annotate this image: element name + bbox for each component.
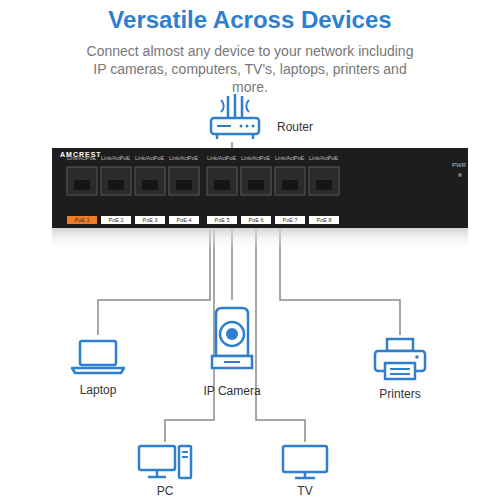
port-status-label: Link/Act bbox=[101, 155, 119, 161]
node-label: PC bbox=[115, 484, 215, 498]
pc-node: PC bbox=[135, 442, 195, 498]
router-node: Router bbox=[205, 92, 320, 142]
tv-node: TV bbox=[275, 442, 335, 498]
port-status-label: Link/Act bbox=[67, 155, 85, 161]
port-status-label: PoE bbox=[327, 155, 339, 161]
switch-reflection bbox=[52, 228, 468, 250]
router-icon bbox=[205, 92, 265, 142]
node-label: Printers bbox=[345, 387, 455, 401]
port-status-label: PoE bbox=[119, 155, 131, 161]
port-number-label: PoE 3 bbox=[135, 216, 165, 224]
port-number-label: PoE 4 bbox=[169, 216, 199, 224]
network-cable bbox=[231, 228, 233, 300]
printer-node: Printers bbox=[365, 335, 435, 401]
port-status-label: Link/Act bbox=[135, 155, 153, 161]
ip-camera-icon bbox=[200, 300, 264, 380]
port-number-label: PoE 2 bbox=[101, 216, 131, 224]
port-status-label: PoE bbox=[259, 155, 271, 161]
port-status-label: Link/Act bbox=[169, 155, 187, 161]
port-status-label: Link/Act bbox=[241, 155, 259, 161]
node-label: IP Camera bbox=[180, 384, 284, 398]
port-number-label: PoE 6 bbox=[241, 216, 271, 224]
port-status-label: Link/Act bbox=[275, 155, 293, 161]
node-label: Router bbox=[277, 120, 313, 134]
port-number-label: PoE 7 bbox=[275, 216, 305, 224]
power-label: PWR bbox=[447, 162, 471, 168]
port-status-label: PoE bbox=[293, 155, 305, 161]
port-status-label: Link/Act bbox=[207, 155, 225, 161]
port-status-label: PoE bbox=[153, 155, 165, 161]
network-cable bbox=[280, 228, 400, 335]
node-label: TV bbox=[255, 484, 355, 498]
printer-icon bbox=[365, 335, 435, 383]
laptop-node: Laptop bbox=[68, 335, 128, 397]
ip-camera-node: IP Camera bbox=[200, 300, 264, 398]
port-number-label: PoE 5 bbox=[207, 216, 237, 224]
port-status-label: PoE bbox=[85, 155, 97, 161]
tv-icon bbox=[275, 442, 335, 482]
network-cable bbox=[165, 228, 214, 442]
port-number-label: PoE 1 bbox=[67, 216, 97, 224]
pc-icon bbox=[135, 442, 195, 482]
node-label: Laptop bbox=[48, 383, 148, 397]
network-cable bbox=[98, 228, 210, 335]
port-number-label: PoE 8 bbox=[309, 216, 339, 224]
diagram-title: Versatile Across Devices bbox=[0, 6, 500, 34]
port-status-label: Link/Act bbox=[309, 155, 327, 161]
port-status-label: PoE bbox=[225, 155, 237, 161]
diagram-caption: Connect almost any device to your networ… bbox=[80, 42, 420, 96]
port-status-label: PoE bbox=[187, 155, 199, 161]
laptop-icon bbox=[68, 335, 128, 377]
